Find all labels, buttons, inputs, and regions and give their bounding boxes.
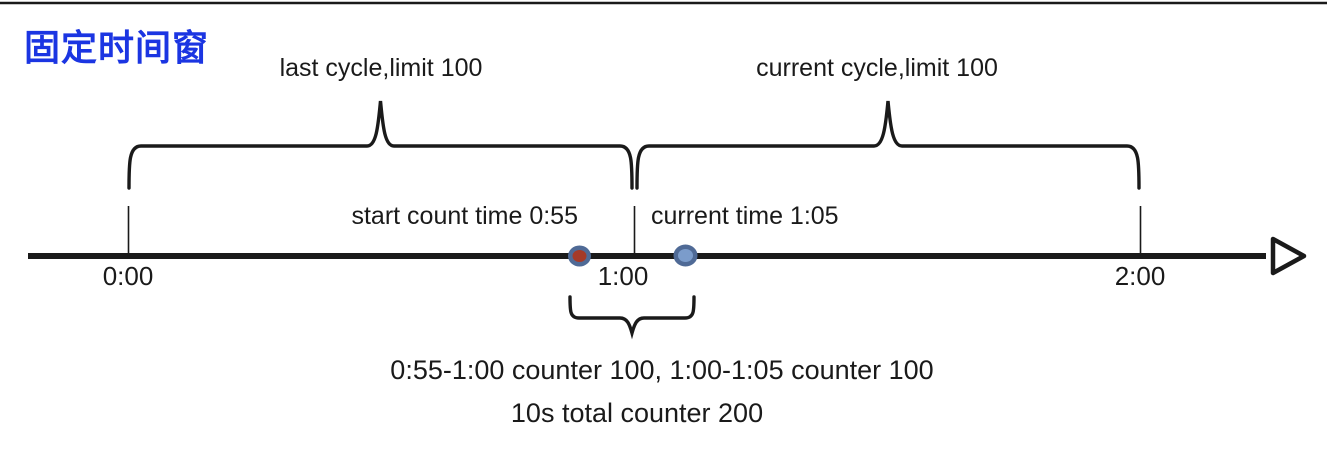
start-count-time-label: start count time 0:55 [351, 202, 578, 230]
start-count-marker-icon [568, 245, 591, 267]
current-time-marker-icon [673, 244, 698, 267]
current-time-label: current time 1:05 [651, 202, 839, 230]
tick-label-1-00: 1:00 [597, 261, 649, 291]
current-cycle-brace [635, 100, 1141, 190]
ten-second-window-brace [568, 295, 696, 340]
tick-label-0-00: 0:00 [102, 261, 154, 291]
timeline-arrowhead-icon [1270, 236, 1307, 276]
diagram-title: 固定时间窗 [24, 27, 210, 68]
current-cycle-label: current cycle,limit 100 [756, 54, 998, 82]
counter-summary-label: 0:55-1:00 counter 100, 1:00-1:05 counter… [390, 355, 934, 385]
total-counter-label: 10s total counter 200 [510, 398, 764, 428]
last-cycle-label: last cycle,limit 100 [279, 54, 483, 82]
last-cycle-brace [127, 100, 634, 190]
tick-label-2-00: 2:00 [1114, 261, 1166, 291]
